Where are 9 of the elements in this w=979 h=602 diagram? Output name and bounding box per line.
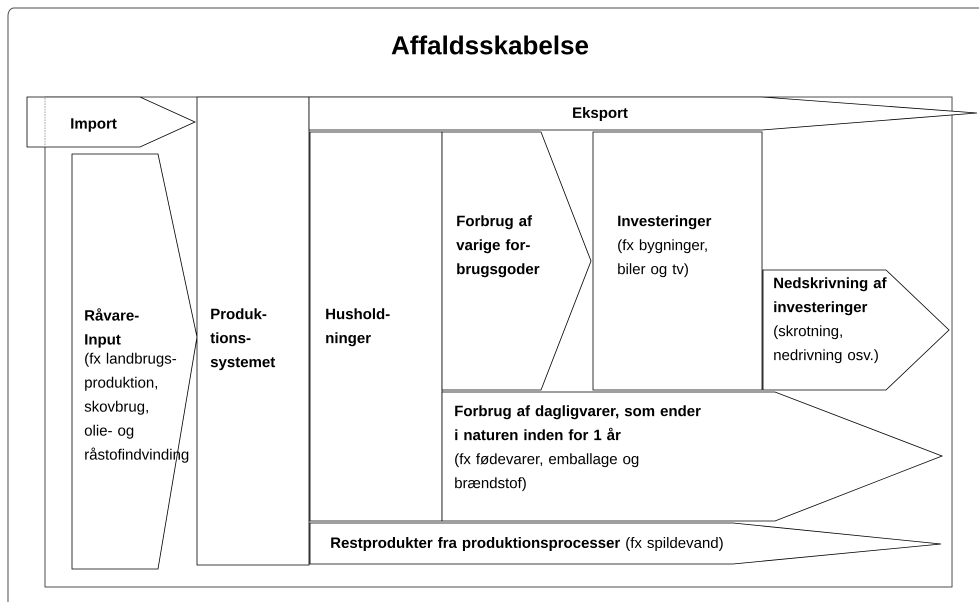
process-box: Produk- tions- systemet [196, 96, 310, 566]
arrow-shaped-box: Eksport [308, 96, 978, 130]
arrow-shaped-box: Restprodukter fra produktionsprocesser (fx spildevand) [310, 522, 942, 564]
arrow-shaped-box: Import [26, 96, 196, 148]
arrow-shaped-box: Nedskrivning af investeringer (skrotning, nedrivning osv.) [762, 270, 950, 390]
diagram-title: Affaldsskabelse [392, 35, 588, 55]
process-box: Investeringer (fx bygninger, biler og tv) [592, 132, 762, 390]
arrow-shaped-box: Forbrug af varige for- brugsgoder [442, 132, 592, 390]
node-label: Eksport [573, 107, 628, 121]
